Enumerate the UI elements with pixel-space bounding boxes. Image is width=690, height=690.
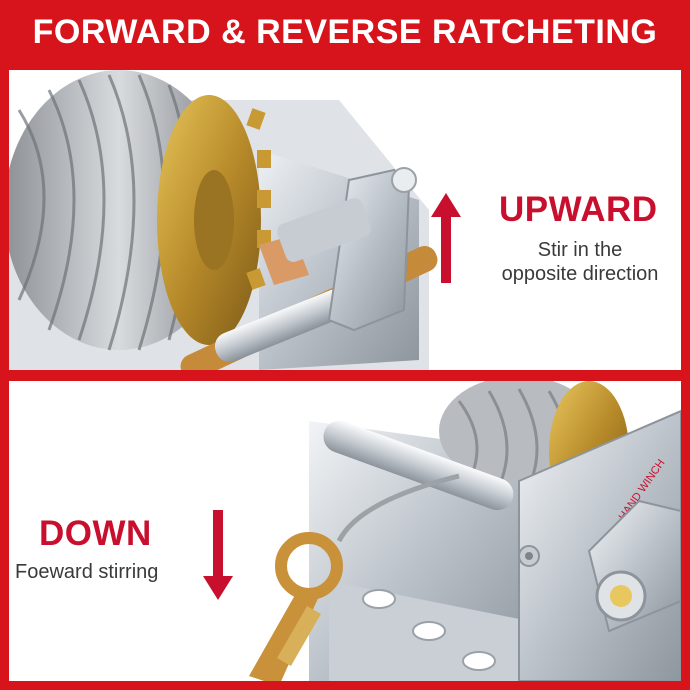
header-bar: FORWARD & REVERSE RATCHETING xyxy=(0,0,690,64)
upward-panel: UPWARD Stir in the opposite direction xyxy=(9,70,681,370)
winch-photo-bottom: HAND WINCH xyxy=(249,381,681,681)
arrow-up-icon xyxy=(431,193,461,283)
upward-description-line1: Stir in the xyxy=(537,239,623,261)
upward-description-line2: opposite direction xyxy=(501,263,659,285)
arrow-down-icon xyxy=(203,510,233,600)
upward-heading: UPWARD xyxy=(499,190,658,229)
winch-photo-top xyxy=(9,70,438,370)
down-heading: DOWN xyxy=(39,514,152,553)
down-description: Foeward stirring xyxy=(15,561,159,583)
down-panel: HAND WINCH DOWN Foeward stirring xyxy=(9,381,681,681)
page-title: FORWARD & REVERSE RATCHETING xyxy=(32,12,658,51)
upward-description: Stir in the opposite direction xyxy=(475,238,681,286)
